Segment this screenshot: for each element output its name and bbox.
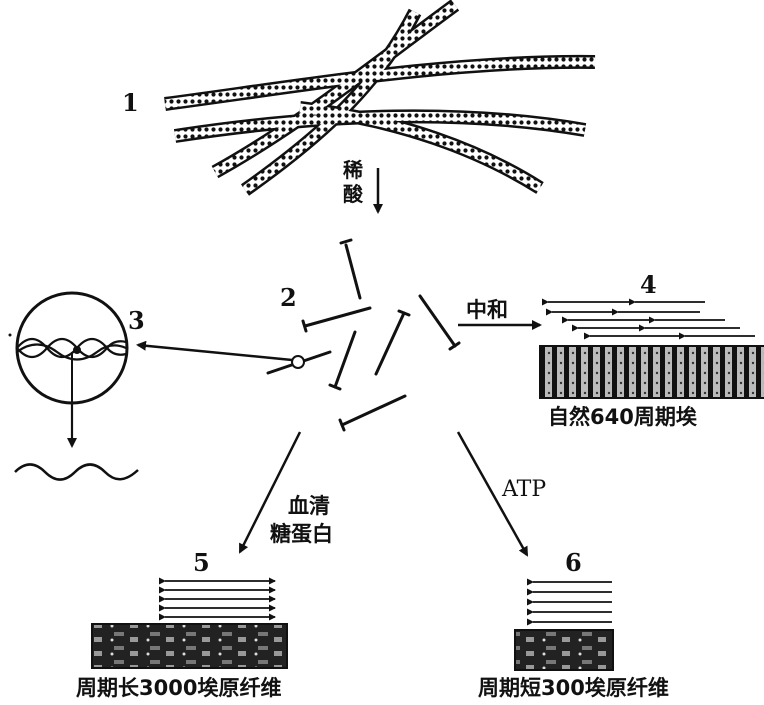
dilute-acid-label: 稀酸 [343,158,363,206]
neutralize-label: 中和 [466,298,508,322]
glycoprotein-arrow [238,431,302,554]
arrow-to-detail [136,340,293,362]
long-period-fibril [91,577,288,669]
atp-arrow [456,431,529,557]
tropocollagen-molecules [266,238,461,432]
triple-helix-detail [8,291,129,405]
serum-label: 血清 [288,494,330,518]
native-fibril-caption: 自然640周期埃 [548,405,697,429]
label-3: 3 [128,306,145,335]
random-coil [14,463,139,481]
atp-label: ATP [502,477,547,502]
long-fibril-caption: 周期长3000埃原纤维 [76,676,282,700]
short-fibril-caption: 周期短300埃原纤维 [478,676,669,700]
label-4: 4 [640,270,657,299]
label-6: 6 [565,548,582,577]
native-collagen-fibers [164,0,596,196]
label-2: 2 [280,283,297,312]
short-period-fibril [514,578,614,671]
glycoprotein-label: 糖蛋白 [270,522,333,546]
label-5: 5 [193,548,210,577]
selected-molecule-circle [291,355,305,369]
native-fibril [539,298,764,399]
label-1: 1 [122,88,139,117]
